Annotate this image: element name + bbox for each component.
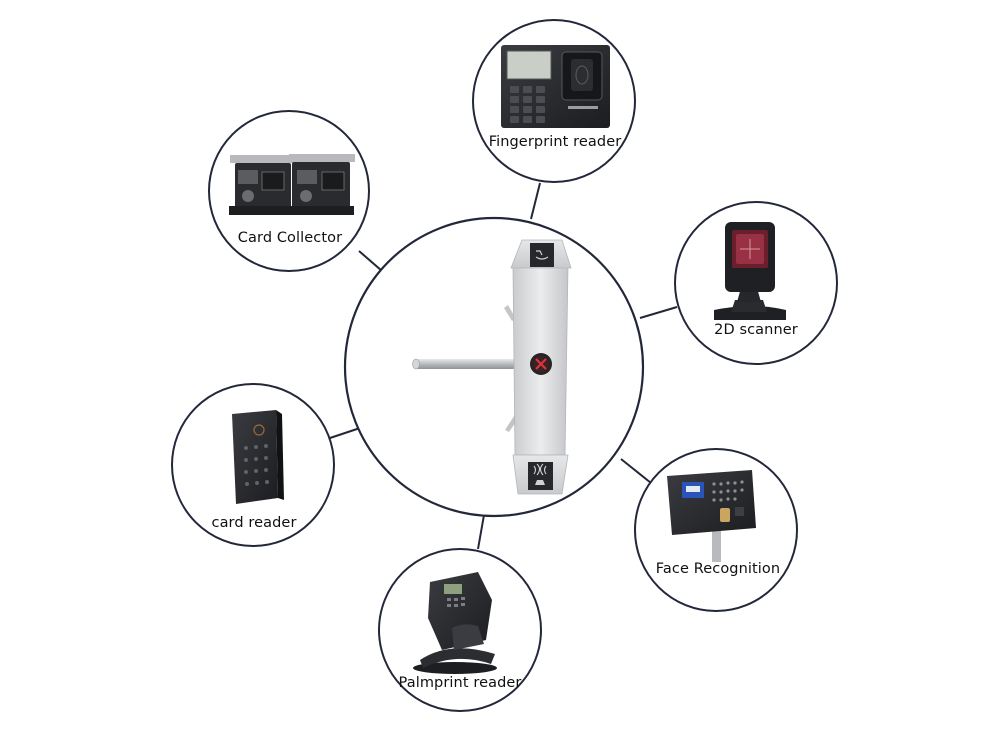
connector-card-reader bbox=[329, 427, 361, 439]
node-label-card-collector: Card Collector bbox=[237, 230, 343, 246]
node-label-palmprint: Palmprint reader bbox=[398, 675, 522, 691]
node-label-card-reader: card reader bbox=[211, 515, 297, 531]
node-label-scanner: 2D scanner bbox=[714, 322, 798, 338]
face-recognition-illustration bbox=[667, 470, 756, 562]
node-label-fingerprint: Fingerprint reader bbox=[488, 134, 622, 150]
connector-lines bbox=[329, 182, 678, 550]
2d-scanner-illustration bbox=[714, 222, 786, 320]
connector-palmprint bbox=[477, 514, 485, 550]
connector-fingerprint bbox=[530, 182, 541, 220]
fingerprint-reader-illustration bbox=[501, 45, 610, 128]
connector-face bbox=[620, 458, 652, 484]
connector-card-collector bbox=[358, 250, 383, 272]
node-label-face: Face Recognition bbox=[655, 561, 781, 577]
turnstile-illustration bbox=[412, 239, 572, 495]
connector-scanner bbox=[639, 306, 678, 319]
palmprint-reader-illustration bbox=[413, 572, 497, 674]
card-reader-illustration bbox=[232, 410, 284, 504]
card-collector-illustration bbox=[229, 154, 355, 215]
